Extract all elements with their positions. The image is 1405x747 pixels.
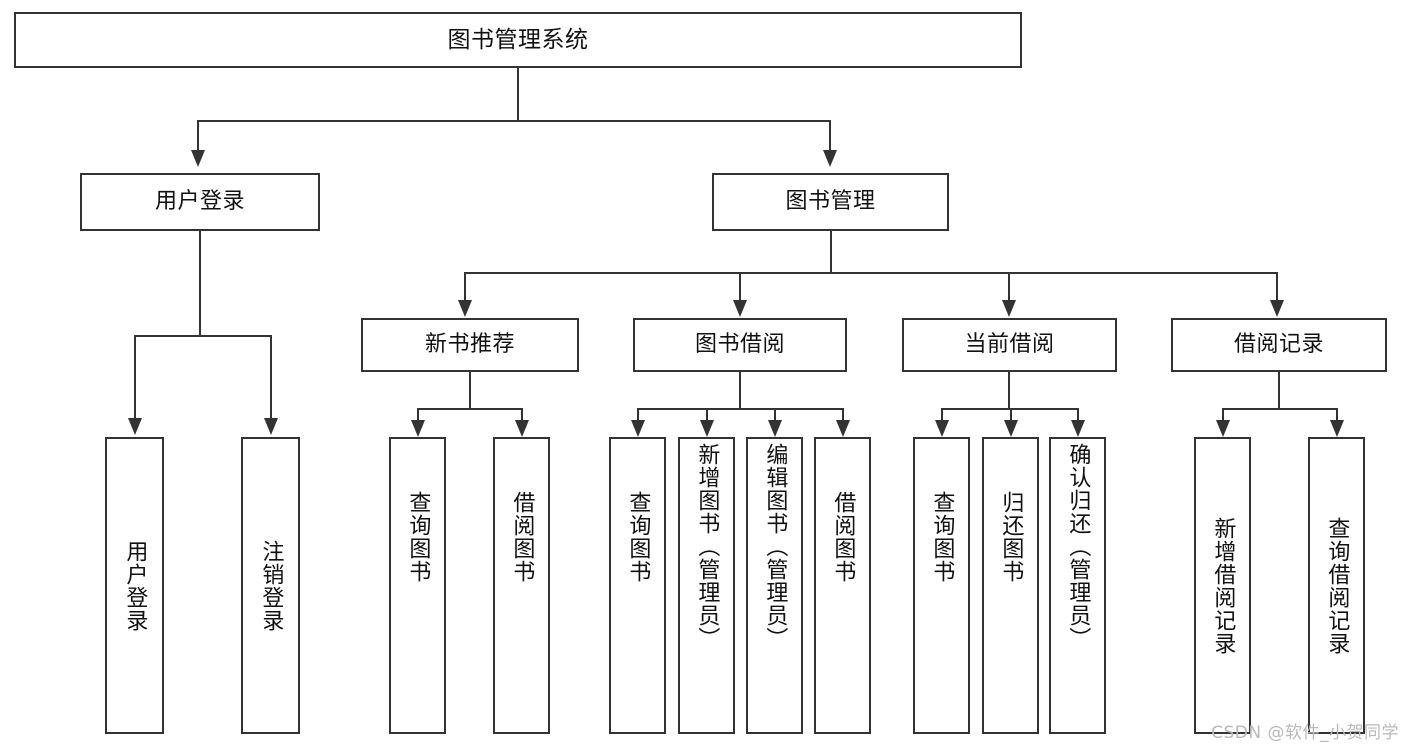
arrowhead-leaf-logout: [264, 418, 278, 435]
leaf-cb-query-book-label: 查询图书: [929, 491, 955, 583]
arrowhead-leaf-user-login: [128, 418, 142, 435]
arrowhead-nb-query: [411, 420, 425, 437]
connector-book-borrow-bus: [637, 408, 843, 410]
connector-drop-cb-confirm: [1077, 408, 1079, 423]
connector-level2-bus: [197, 120, 831, 122]
connector-current-borrow-bus: [941, 408, 1078, 410]
leaf-logout[interactable]: 注销登录: [241, 437, 300, 734]
connector-drop-nb-query: [417, 408, 419, 423]
connector-drop-bb-edit: [774, 408, 776, 423]
connector-new-book-bus: [417, 408, 522, 410]
node-borrow-record[interactable]: 借阅记录: [1171, 318, 1387, 372]
connector-drop-book-management: [829, 120, 831, 153]
connector-user-login-bus: [134, 335, 272, 337]
leaf-bb-edit-book[interactable]: 编辑图书（管理员）: [746, 437, 803, 734]
arrowhead-bb-query: [631, 420, 645, 437]
leaf-cb-return-book[interactable]: 归还图书: [982, 437, 1039, 734]
leaf-bb-add-book-label: 新增图书（管理员）: [694, 443, 720, 650]
leaf-nb-borrow-book-label: 借阅图书: [509, 491, 535, 583]
connector-drop-borrow-record: [1276, 272, 1278, 303]
arrowhead-user-login: [191, 150, 205, 167]
connector-drop-user-login: [197, 120, 199, 153]
connector-drop-br-add: [1222, 408, 1224, 423]
leaf-bb-edit-book-label: 编辑图书（管理员）: [762, 443, 788, 650]
node-book-borrow[interactable]: 图书借阅: [633, 318, 847, 372]
leaf-br-add-record[interactable]: 新增借阅记录: [1194, 437, 1251, 734]
connector-drop-bb-add: [706, 408, 708, 423]
leaf-bb-borrow-book-label: 借阅图书: [830, 491, 856, 583]
arrowhead-book-management: [823, 150, 837, 167]
connector-user-login-stem: [199, 231, 201, 335]
node-borrow-record-label: 借阅记录: [1233, 331, 1324, 357]
node-book-management-label: 图书管理: [785, 188, 876, 214]
node-book-borrow-label: 图书借阅: [694, 331, 785, 357]
connector-drop-book-borrow: [739, 272, 741, 303]
leaf-bb-borrow-book[interactable]: 借阅图书: [814, 437, 871, 734]
node-root-book-management-system[interactable]: 图书管理系统: [14, 12, 1022, 68]
leaf-bb-query-book-label: 查询图书: [625, 491, 651, 583]
connector-current-borrow-stem: [1008, 372, 1010, 408]
connector-drop-new-book: [464, 272, 466, 303]
node-new-book-recommend-label: 新书推荐: [424, 331, 515, 357]
arrowhead-bb-add: [700, 420, 714, 437]
connector-level3-bus: [464, 272, 1276, 274]
arrowhead-bb-edit: [768, 420, 782, 437]
connector-root-stem: [517, 68, 519, 120]
connector-drop-cb-query: [941, 408, 943, 423]
node-user-login-label: 用户登录: [154, 188, 245, 214]
connector-drop-current-borrow: [1008, 272, 1010, 303]
arrowhead-new-book: [458, 300, 472, 317]
arrowhead-bb-borrow: [836, 420, 850, 437]
leaf-user-login[interactable]: 用户登录: [105, 437, 164, 734]
arrowhead-book-borrow: [733, 300, 747, 317]
node-user-login[interactable]: 用户登录: [80, 173, 320, 231]
leaf-logout-label: 注销登录: [258, 539, 284, 632]
leaf-cb-query-book[interactable]: 查询图书: [913, 437, 970, 734]
connector-drop-leaf-logout: [270, 335, 272, 420]
node-current-borrow-label: 当前借阅: [964, 331, 1055, 357]
csdn-watermark: CSDN @软件_小贺同学: [1211, 723, 1399, 743]
leaf-bb-add-book[interactable]: 新增图书（管理员）: [678, 437, 735, 734]
leaf-bb-query-book[interactable]: 查询图书: [609, 437, 666, 734]
connector-borrow-record-stem: [1278, 372, 1280, 408]
connector-drop-leaf-user-login: [134, 335, 136, 420]
leaf-br-query-record-label: 查询借阅记录: [1324, 516, 1350, 655]
arrowhead-br-add: [1216, 420, 1230, 437]
arrowhead-br-query: [1330, 420, 1344, 437]
leaf-nb-borrow-book[interactable]: 借阅图书: [493, 437, 550, 734]
connector-drop-br-query: [1336, 408, 1338, 423]
arrowhead-borrow-record: [1270, 300, 1284, 317]
leaf-cb-confirm-return-label: 确认归还（管理员）: [1065, 443, 1091, 650]
arrowhead-cb-query: [935, 420, 949, 437]
connector-borrow-record-bus: [1222, 408, 1337, 410]
connector-drop-bb-borrow: [842, 408, 844, 423]
leaf-cb-confirm-return[interactable]: 确认归还（管理员）: [1049, 437, 1106, 734]
node-root-label: 图书管理系统: [447, 26, 589, 53]
connector-book-borrow-stem: [739, 372, 741, 408]
arrowhead-cb-confirm: [1071, 420, 1085, 437]
connector-book-management-stem: [830, 231, 832, 272]
connector-drop-cb-return: [1010, 408, 1012, 423]
connector-new-book-stem: [469, 372, 471, 408]
leaf-cb-return-book-label: 归还图书: [998, 491, 1024, 583]
node-book-management[interactable]: 图书管理: [712, 173, 949, 231]
leaf-user-login-label: 用户登录: [122, 539, 148, 632]
arrowhead-cb-return: [1004, 420, 1018, 437]
leaf-br-query-record[interactable]: 查询借阅记录: [1308, 437, 1365, 734]
arrowhead-nb-borrow: [515, 420, 529, 437]
node-current-borrow[interactable]: 当前借阅: [902, 318, 1117, 372]
leaf-br-add-record-label: 新增借阅记录: [1210, 516, 1236, 655]
arrowhead-current-borrow: [1002, 300, 1016, 317]
connector-drop-nb-borrow: [521, 408, 523, 423]
leaf-nb-query-book-label: 查询图书: [405, 491, 431, 583]
connector-drop-bb-query: [637, 408, 639, 423]
node-new-book-recommend[interactable]: 新书推荐: [361, 318, 579, 372]
leaf-nb-query-book[interactable]: 查询图书: [389, 437, 446, 734]
